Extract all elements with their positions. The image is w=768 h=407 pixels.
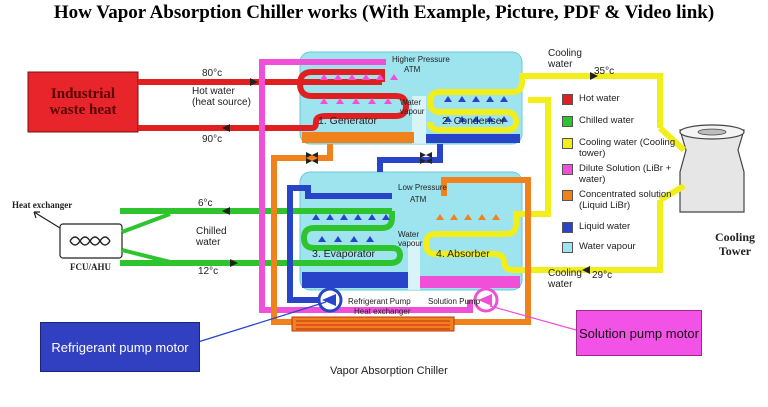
arrow-icon (222, 124, 230, 132)
fcu-box-shape (59, 223, 123, 259)
generator-coil (296, 69, 410, 131)
hot-water-label: Hot water (heat source) (192, 86, 251, 108)
refrigerant-loop (287, 185, 392, 303)
legend-swatch (562, 164, 573, 175)
generator-pool (302, 132, 414, 143)
legend-item: Chilled water (562, 115, 634, 127)
chilled-in-temp: 12°c (198, 266, 219, 277)
legend-label: Cooling water (Cooling tower) (579, 137, 676, 159)
cooling-water-bottom-label: Cooling water (548, 268, 582, 290)
cooling-tower-shape (679, 129, 745, 213)
water-vapour-bottom: Water vapour (398, 230, 423, 248)
cooling-return-pipe (520, 200, 663, 273)
condenser-pool (426, 134, 520, 143)
arrow-icon (33, 211, 61, 229)
hot-water-out-temp: 90°c (202, 134, 223, 145)
legend-label: Chilled water (579, 115, 634, 126)
solution-pump-label: Solution Pump (428, 297, 481, 306)
absorber-pool (420, 276, 520, 288)
generator-label: 1. Generator (318, 115, 377, 127)
arrow-icon (230, 259, 238, 267)
arrow-icon (250, 78, 258, 86)
cooling-water-bottom-temp: 29°c (592, 270, 613, 281)
legend-swatch (562, 242, 573, 253)
fcu-ahu-label: FCU/AHU (70, 262, 111, 272)
heat-exchanger-left-label: Heat exchanger (12, 200, 73, 210)
legend-item: Liquid water (562, 221, 630, 233)
figure-caption: Vapor Absorption Chiller (330, 365, 448, 377)
chilled-out-temp: 6°c (198, 198, 213, 209)
upper-vessel-divider (412, 96, 426, 144)
chilled-water-label: Chilled water (196, 226, 227, 248)
arrow-icon (582, 266, 590, 274)
legend-item: Cooling water (Cooling tower) (562, 137, 676, 159)
legend-label: Hot water (579, 93, 620, 104)
legend-label: Liquid water (579, 221, 631, 232)
absorber-label: 4. Absorber (436, 248, 490, 260)
low-pressure-label: Low Pressure (398, 183, 447, 192)
cooling-water-top-label: Cooling water (548, 48, 582, 70)
water-vapour-top: Water vapour (400, 98, 425, 116)
legend-item: Hot water (562, 93, 620, 105)
legend-swatch (562, 222, 573, 233)
valve-icon-right (420, 152, 432, 164)
legend-swatch (562, 94, 573, 105)
cooling-water-top-temp: 35°c (594, 66, 615, 77)
legend-item: Concentrated solution (Liquid LiBr) (562, 189, 680, 211)
arrow-icon (222, 207, 230, 215)
spray-condenser (444, 96, 508, 122)
sol-motor-pointer (489, 305, 577, 331)
spray-evaporator (312, 214, 390, 242)
condenser-coil (426, 73, 663, 133)
condensate-pipe (377, 144, 443, 172)
atm-bottom-label: ATM (410, 195, 427, 204)
cooling-tower-label: Cooling Tower (714, 230, 755, 258)
page-title: How Vapor Absorption Chiller works (With… (53, 2, 715, 23)
heat-source-box: Industrial waste heat (49, 86, 117, 118)
ref-motor-pointer (197, 301, 327, 343)
solution-pump-motor-box: Solution pump motor (576, 310, 702, 356)
legend-swatch (562, 138, 573, 149)
spray-absorber (436, 214, 500, 220)
evaporator-coil (300, 211, 404, 266)
arrow-icon (590, 72, 598, 80)
refrigerant-pump-motor-box: Refrigerant pump motor (40, 322, 200, 372)
refrigerant-pump-label: Refrigerant Pump (348, 297, 411, 306)
higher-pressure-label: Higher Pressure (392, 55, 450, 64)
evaporator-pool (302, 272, 408, 288)
legend-label: Water vapour (579, 241, 636, 252)
spray-generator (320, 74, 398, 104)
legend-swatch (562, 116, 573, 127)
legend-item: Dilute Solution (LiBr + water) (562, 163, 674, 185)
evaporator-label: 3. Evaporator (312, 248, 376, 260)
atm-top-label: ATM (404, 65, 421, 74)
hot-water-in-temp: 80°c (202, 68, 223, 79)
valve-icon-left (306, 152, 318, 164)
heat-source-box-shape (27, 71, 139, 133)
legend-label: Dilute Solution (LiBr + water) (579, 163, 672, 185)
legend-swatch (562, 190, 573, 201)
dilute-solution-pipe (259, 59, 473, 313)
heat-exchanger-inner-label: Heat exchanger (354, 307, 411, 316)
legend-item: Water vapour (562, 241, 636, 253)
condenser-label: 2. Condenser (442, 115, 506, 127)
legend-label: Concentrated solution (Liquid LiBr) (579, 189, 672, 211)
tower-supply-pipe (657, 125, 687, 153)
absorber-coil (422, 97, 551, 273)
tower-return-pipe (658, 183, 686, 203)
lower-vessel-divider (408, 240, 420, 290)
